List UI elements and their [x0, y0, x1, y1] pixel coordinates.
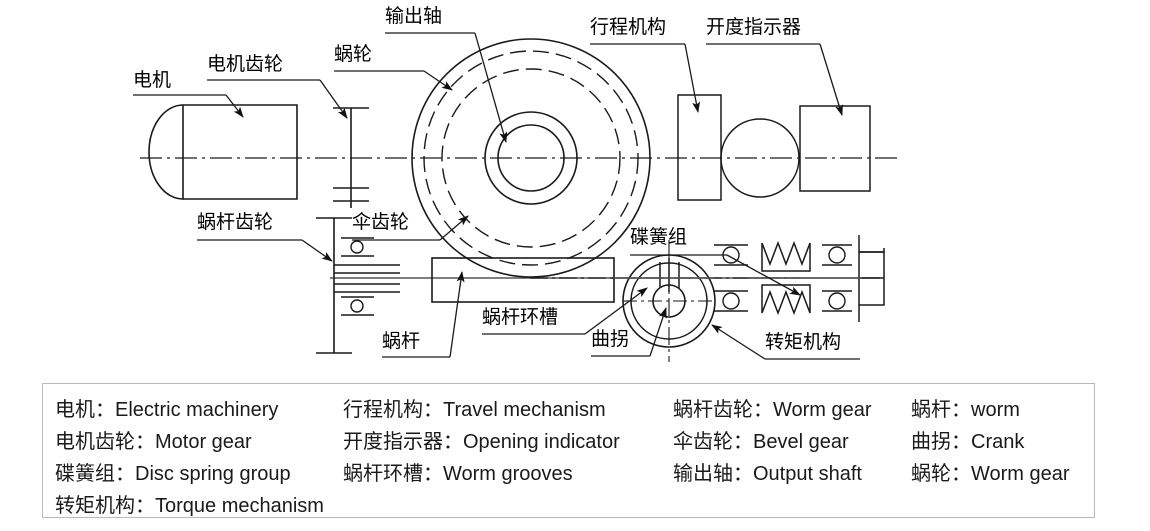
- diagram-label-worm-gear: 蜗杆齿轮: [197, 211, 273, 233]
- legend-item: 开度指示器：Opening indicator: [343, 431, 620, 453]
- legend-item: 输出轴：Output shaft: [673, 463, 862, 485]
- worm-body: [431, 257, 615, 303]
- diagram-label-worm-wheel: 蜗轮: [334, 43, 372, 65]
- legend-panel: 电机：Electric machinery 电机齿轮：Motor gear 碟簧…: [42, 383, 1095, 518]
- diagram-label-group: 电机 电机齿轮 蜗轮 输出轴 行程机构 开度指示器 蜗杆齿轮 伞齿轮 蜗杆 蜗杆…: [133, 5, 841, 353]
- legend-grid: 电机：Electric machinery 电机齿轮：Motor gear 碟簧…: [43, 384, 1094, 517]
- crank-assembly: [622, 254, 716, 348]
- legend-column-2: 行程机构：Travel mechanism 开度指示器：Opening indi…: [343, 394, 673, 490]
- bearing-symbol-lower: [334, 283, 400, 316]
- diagram-label-travel-mechanism: 行程机构: [590, 16, 666, 38]
- legend-column-1: 电机：Electric machinery 电机齿轮：Motor gear 碟簧…: [55, 394, 345, 522]
- diagram-label-bevel-gear: 伞齿轮: [352, 211, 409, 233]
- legend-column-3: 蜗杆齿轮：Worm gear 伞齿轮：Bevel gear 输出轴：Output…: [673, 394, 903, 490]
- legend-item: 蜗杆：worm: [911, 399, 1020, 421]
- legend-column-4: 蜗杆：worm 曲拐：Crank 蜗轮：Worm gear: [911, 394, 1096, 490]
- diagram-label-motor: 电机: [133, 69, 171, 91]
- legend-item: 碟簧组：Disc spring group: [55, 463, 291, 485]
- diagram-label-output-shaft: 输出轴: [385, 5, 442, 27]
- torque-mechanism-assembly: [614, 235, 885, 322]
- diagram-label-worm-grooves: 蜗杆环槽: [482, 306, 558, 328]
- motor-body: [148, 104, 298, 200]
- legend-item: 蜗轮：Worm gear: [911, 463, 1070, 485]
- leader-lines: [133, 32, 860, 360]
- diagram-label-crank: 曲拐: [591, 328, 629, 350]
- bearing-symbol-upper: [334, 237, 400, 274]
- travel-mechanism-shape: [677, 94, 871, 201]
- legend-item: 转矩机构：Torque mechanism: [55, 495, 324, 517]
- legend-item: 电机齿轮：Motor gear: [55, 431, 252, 453]
- diagram-label-torque-mechanism: 转矩机构: [765, 331, 841, 353]
- diagram-label-opening-indicator: 开度指示器: [706, 16, 801, 38]
- legend-item: 伞齿轮：Bevel gear: [673, 431, 849, 453]
- legend-item: 行程机构：Travel mechanism: [343, 399, 606, 421]
- worm-wheel-circles: [411, 38, 651, 278]
- legend-item: 蜗杆环槽：Worm grooves: [343, 463, 573, 485]
- diagram-label-disc-spring: 碟簧组: [630, 226, 687, 248]
- diagram-label-motor-gear: 电机齿轮: [207, 53, 283, 75]
- worm-shaft-column: [316, 217, 352, 354]
- legend-item: 蜗杆齿轮：Worm gear: [673, 399, 872, 421]
- diagram-label-worm: 蜗杆: [382, 330, 420, 352]
- legend-item: 曲拐：Crank: [911, 431, 1025, 453]
- legend-item: 电机：Electric machinery: [55, 399, 279, 421]
